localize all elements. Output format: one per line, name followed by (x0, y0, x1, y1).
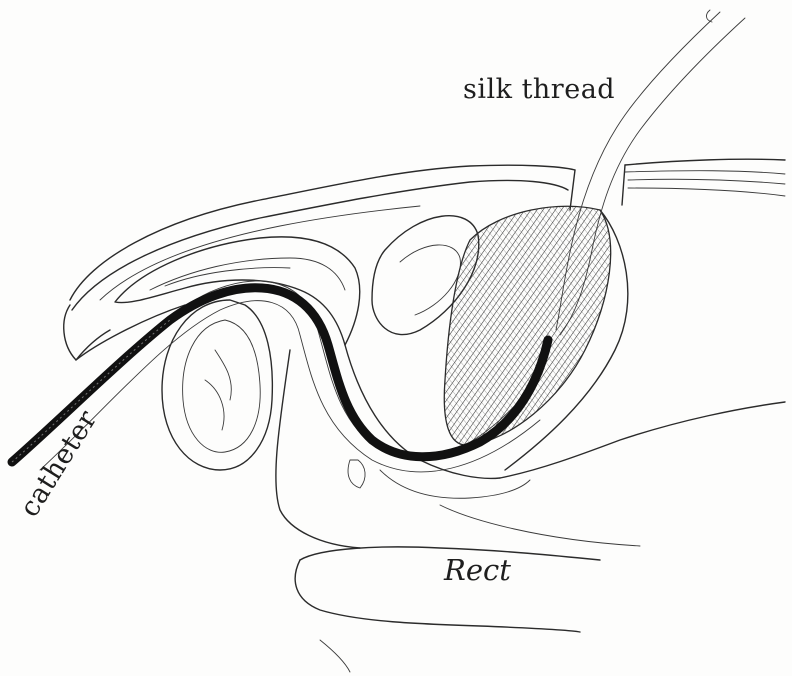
testis (162, 300, 272, 470)
silk-thread-label: silk thread (463, 74, 615, 105)
abdominal-wall-outline (70, 159, 785, 310)
penis-outline (64, 305, 185, 360)
bladder (444, 206, 628, 470)
rectum-label: Rect (444, 553, 511, 587)
